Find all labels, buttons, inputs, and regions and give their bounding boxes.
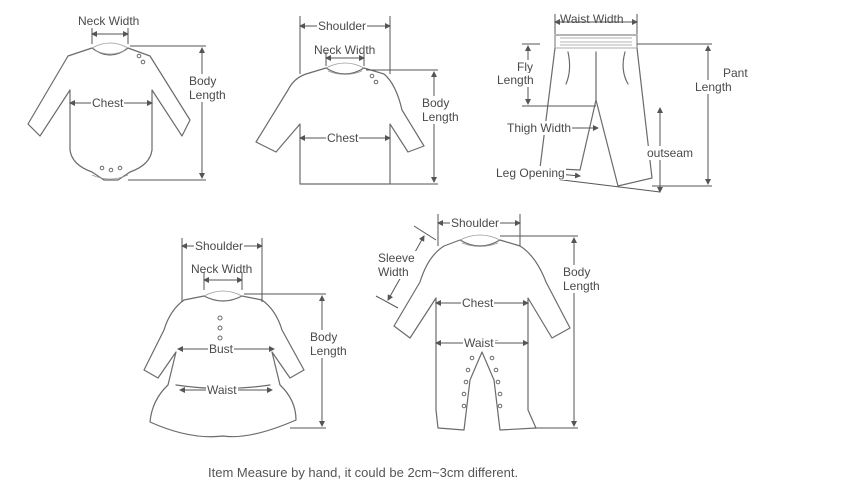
- pants-leg-opening-label: Leg Opening: [495, 166, 566, 180]
- romper-figure: [393, 234, 571, 431]
- romper-body-length-label-line1: Body: [562, 265, 592, 279]
- measurement-disclaimer: Item Measure by hand, it could be 2cm~3c…: [208, 465, 519, 480]
- bodysuit-chest-label: Chest: [91, 96, 125, 110]
- dress-waist-label: Waist: [206, 383, 238, 397]
- pants-pant-length-label-line1: Pant: [722, 66, 749, 80]
- dress-shoulder-label: Shoulder: [194, 239, 245, 253]
- bodysuit-body-length-label-line2: Length: [188, 88, 227, 102]
- romper-body-length-label-line2: Length: [562, 279, 601, 293]
- dress-figure: [143, 290, 305, 438]
- tshirt-figure: [255, 62, 425, 185]
- tshirt-neck-width-label: Neck Width: [314, 43, 376, 57]
- romper-waist-label: Waist: [463, 336, 495, 350]
- pants-thigh-width-label: Thigh Width: [506, 121, 573, 135]
- romper-chest-label: Chest: [461, 296, 495, 310]
- pants-pant-length-label-line2: Length: [694, 80, 733, 94]
- bodysuit-figure: [27, 42, 191, 181]
- tshirt-shoulder-label: Shoulder: [317, 19, 368, 33]
- tshirt-measure-lines: [299, 16, 438, 185]
- pants-figure: [539, 34, 653, 187]
- romper-sleeve-width-label-line1: Sleeve: [377, 251, 416, 265]
- tshirt-body-length-label-line2: Length: [421, 110, 460, 124]
- tshirt-chest-label: Chest: [326, 131, 360, 145]
- bodysuit-body-length-label-line1: Body: [188, 74, 218, 88]
- dress-bust-label: Bust: [208, 342, 235, 356]
- tshirt-body-length-label-line1: Body: [421, 96, 451, 110]
- pants-fly-length-label-line1: Fly: [516, 60, 534, 74]
- romper-shoulder-label: Shoulder: [450, 216, 501, 230]
- dress-body-length-label-line1: Body: [309, 330, 339, 344]
- pants-outseam-label: outseam: [646, 146, 695, 160]
- pants-waist-width-label: Waist Width: [560, 12, 624, 26]
- pants-fly-length-label-line2: Length: [496, 73, 535, 87]
- dress-neck-width-label: Neck Width: [191, 262, 253, 276]
- romper-sleeve-width-label-line2: Width: [377, 265, 410, 279]
- bodysuit-neck-width-label: Neck Width: [78, 14, 140, 28]
- bodysuit-measure-lines: [69, 28, 206, 181]
- dress-body-length-label-line2: Length: [309, 344, 348, 358]
